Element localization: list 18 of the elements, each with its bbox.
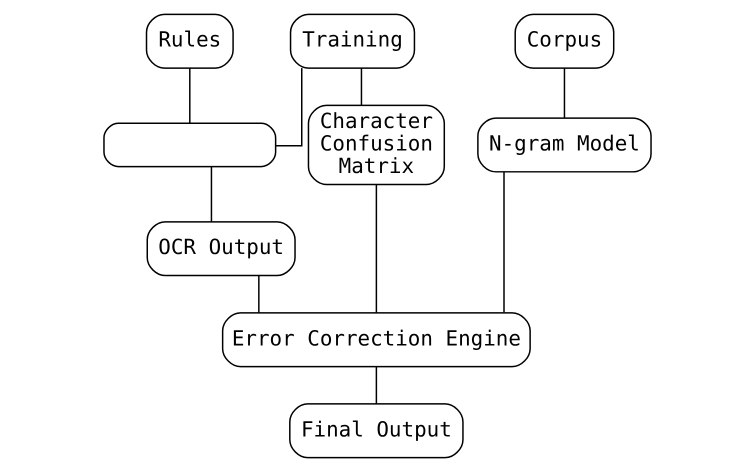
node-box: Training — [289, 14, 415, 69]
connector — [275, 68, 302, 146]
connector — [563, 68, 565, 118]
connector — [210, 166, 212, 222]
connector — [375, 367, 377, 404]
node-box: Rules — [145, 14, 234, 69]
connector — [502, 172, 504, 312]
node-box: N-gram Model — [476, 117, 652, 173]
node-box: Corpus — [514, 14, 614, 69]
connector — [375, 184, 377, 312]
node-box: Final Output — [288, 403, 464, 458]
node-box — [102, 122, 276, 168]
connector — [360, 68, 362, 106]
connector — [258, 276, 260, 312]
node-box: OCR Output — [146, 221, 296, 276]
node-box: Error Correction Engine — [221, 312, 530, 368]
node-box: Character Confusion Matrix — [307, 104, 445, 186]
connector — [188, 68, 190, 124]
